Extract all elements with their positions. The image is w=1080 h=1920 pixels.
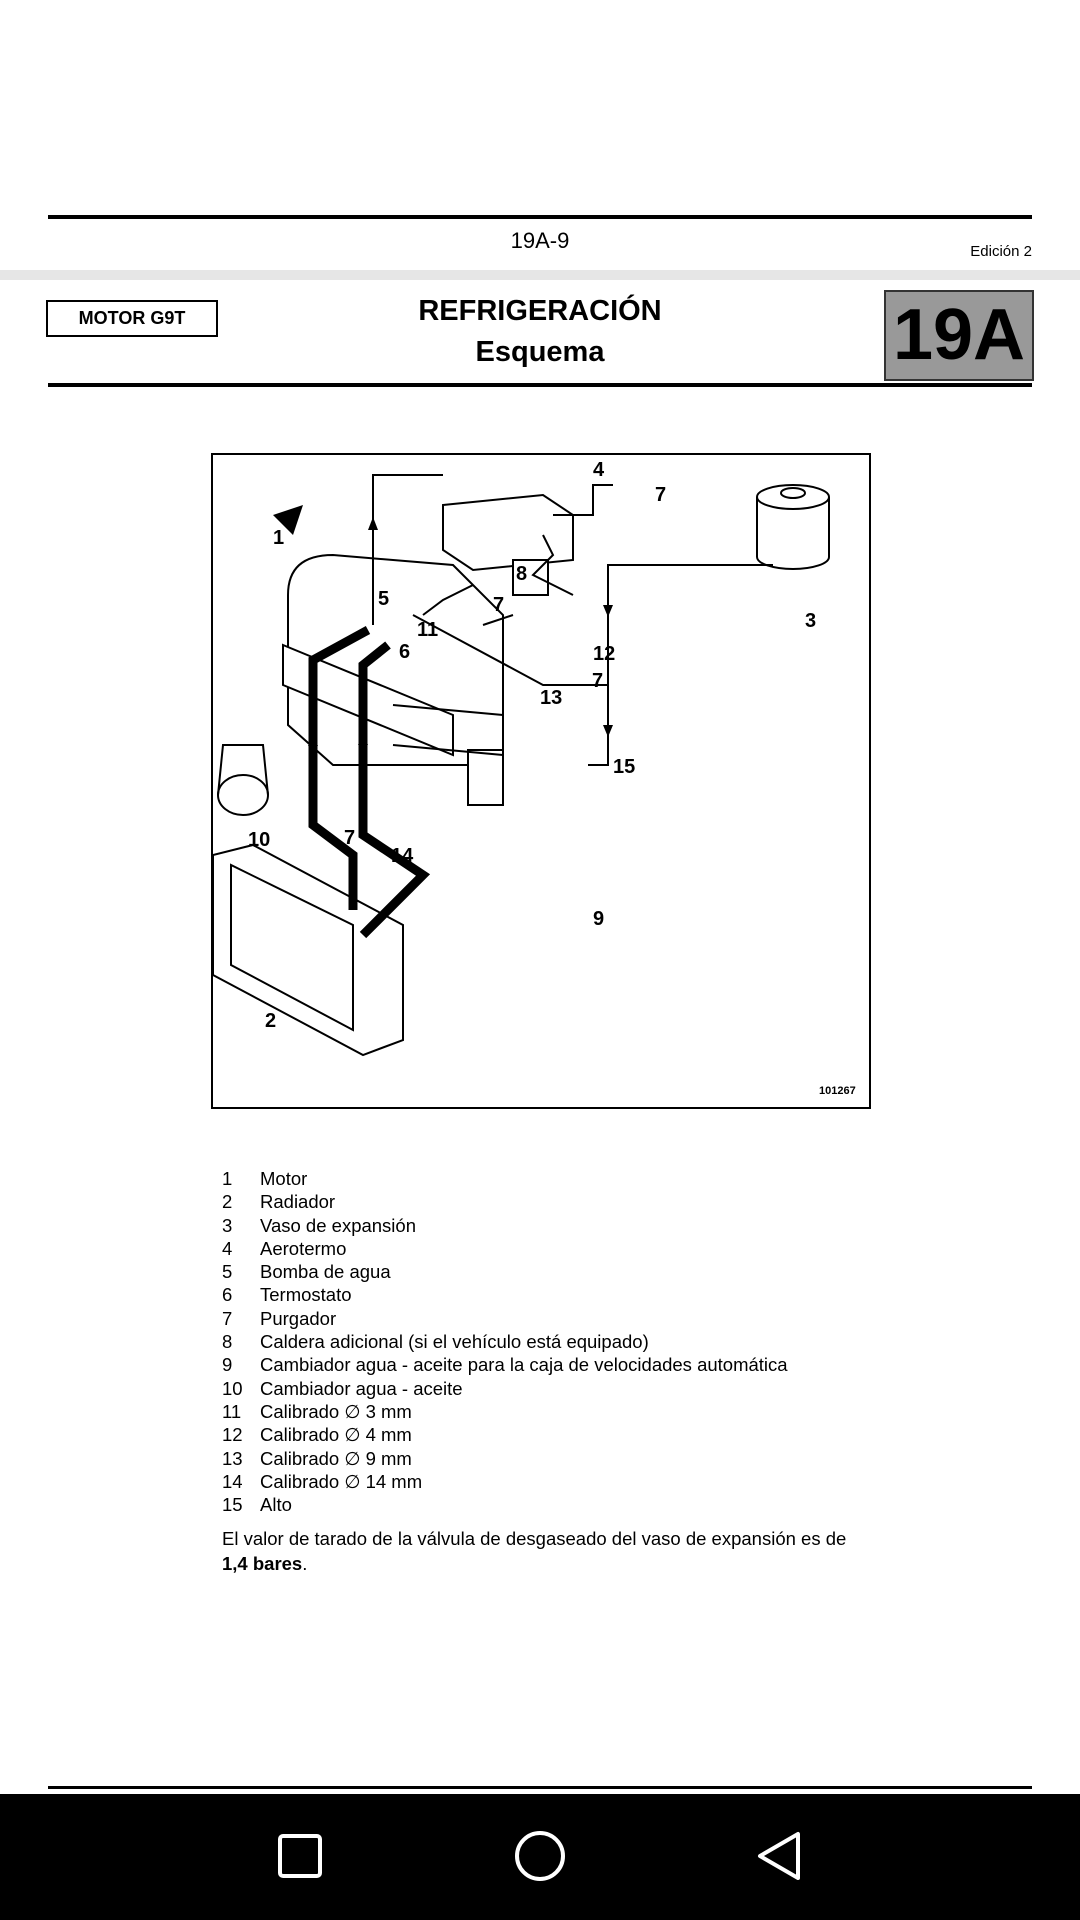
note-value: 1,4 bares: [222, 1553, 303, 1574]
callout-9: 9: [593, 908, 605, 930]
legend-item: 13 Calibrado ∅ 9 mm: [222, 1447, 788, 1470]
callout-11: 11: [417, 619, 439, 641]
callout-7: 7: [655, 484, 667, 506]
cooling-schematic-diagram: 1 2 3 4 5 6 7 7 7 7 8 9 10 11 12 13 14 1…: [211, 453, 871, 1109]
legend-number: 1: [222, 1168, 233, 1189]
page-separator: [0, 270, 1080, 280]
note-paragraph: El valor de tarado de la válvula de desg…: [222, 1526, 862, 1576]
legend-label: Bomba de agua: [260, 1261, 391, 1283]
legend-list: 1 Motor 2 Radiador 3 Vaso de expansión 4 Aerote…: [222, 1167, 788, 1516]
legend-number: 4: [222, 1237, 233, 1259]
callout-7: 7: [493, 594, 505, 616]
note-end: .: [302, 1553, 308, 1574]
legend-label: Cambiador agua - aceite para la caja de …: [260, 1354, 788, 1376]
legend-label: Caldera adicional (si el vehículo está e…: [260, 1331, 649, 1353]
callout-6: 6: [399, 641, 411, 663]
legend-label: Alto: [260, 1494, 292, 1516]
callout-1: 1: [273, 527, 285, 549]
legend-item: 8 Caldera adicional (si el vehículo está …: [222, 1330, 788, 1353]
page-subtitle: Esquema: [475, 336, 605, 368]
legend-number: 13: [222, 1447, 243, 1469]
legend-item: 11 Calibrado ∅ 3 mm: [222, 1400, 788, 1423]
android-navigation-bar: [0, 1794, 1080, 1920]
diagram-reference-code: 101267: [819, 1085, 856, 1097]
callout-15: 15: [613, 756, 636, 778]
legend-item: 15 Alto: [222, 1493, 788, 1516]
legend-item: 9 Cambiador agua - aceite para la caja de…: [222, 1353, 788, 1376]
callout-13: 13: [540, 687, 563, 709]
note-text: El valor de tarado de la válvula de desg…: [222, 1528, 847, 1549]
legend-label: Cambiador agua - aceite: [260, 1377, 463, 1399]
page-title: REFRIGERACIÓN: [418, 295, 662, 327]
legend-item: 12 Calibrado ∅ 4 mm: [222, 1423, 788, 1446]
legend-label: Calibrado ∅ 14 mm: [260, 1470, 423, 1492]
legend-number: 12: [222, 1424, 243, 1446]
legend-label: Radiador: [260, 1191, 336, 1213]
legend-label: Motor: [260, 1168, 308, 1189]
legend-number: 14: [222, 1470, 243, 1492]
legend-number: 11: [222, 1400, 242, 1422]
callout-3: 3: [805, 610, 817, 632]
legend-item: 10 Cambiador agua - aceite: [222, 1377, 788, 1400]
legend-item: 2 Radiador: [222, 1190, 788, 1213]
legend-item: 6 Termostato: [222, 1283, 788, 1306]
legend-label: Calibrado ∅ 3 mm: [260, 1400, 412, 1422]
callout-12: 12: [593, 643, 616, 665]
legend-item: 4 Aerotermo: [222, 1237, 788, 1260]
legend-label: Aerotermo: [260, 1237, 347, 1259]
legend-label: Calibrado ∅ 4 mm: [260, 1424, 412, 1446]
legend-number: 3: [222, 1214, 233, 1236]
legend-label: Vaso de expansión: [260, 1214, 416, 1236]
callout-7: 7: [344, 827, 356, 849]
callout-2: 2: [265, 1010, 277, 1032]
callout-5: 5: [378, 588, 390, 610]
callout-8: 8: [516, 563, 528, 585]
callout-7: 7: [592, 670, 604, 692]
legend-number: 2: [222, 1191, 233, 1213]
legend-item: 14 Calibrado ∅ 14 mm: [222, 1470, 788, 1493]
legend-number: 9: [222, 1354, 233, 1376]
legend-label: Purgador: [260, 1307, 337, 1329]
legend-label: Termostato: [260, 1284, 352, 1306]
callout-4: 4: [593, 459, 605, 481]
legend-number: 6: [222, 1284, 233, 1306]
top-rule: [48, 215, 1032, 219]
legend-item: 3 Vaso de expansión: [222, 1214, 788, 1237]
circle-home-icon[interactable]: [508, 1824, 572, 1888]
bottom-rule: [48, 1786, 1032, 1789]
legend-number: 8: [222, 1331, 233, 1353]
page-number: 19A-9: [510, 228, 570, 253]
edition-label: Edición 2: [970, 243, 1032, 260]
legend-item: 1 Motor: [222, 1167, 788, 1190]
legend-label: Calibrado ∅ 9 mm: [260, 1447, 412, 1469]
legend-number: 10: [222, 1377, 243, 1399]
callout-10: 10: [248, 829, 271, 851]
legend-number: 7: [222, 1307, 233, 1329]
square-recents-icon[interactable]: [268, 1824, 332, 1888]
section-code-badge: 19A: [884, 290, 1034, 381]
legend-item: 5 Bomba de agua: [222, 1260, 788, 1283]
schematic-drawing: [213, 474, 830, 1057]
triangle-back-icon[interactable]: [748, 1824, 812, 1888]
legend-item: 7 Purgador: [222, 1307, 788, 1330]
legend-number: 5: [222, 1261, 233, 1283]
header-bottom-rule: [48, 383, 1032, 387]
legend-number: 15: [222, 1494, 243, 1516]
motor-label: MOTOR G9T: [46, 300, 218, 337]
callout-14: 14: [391, 845, 414, 867]
